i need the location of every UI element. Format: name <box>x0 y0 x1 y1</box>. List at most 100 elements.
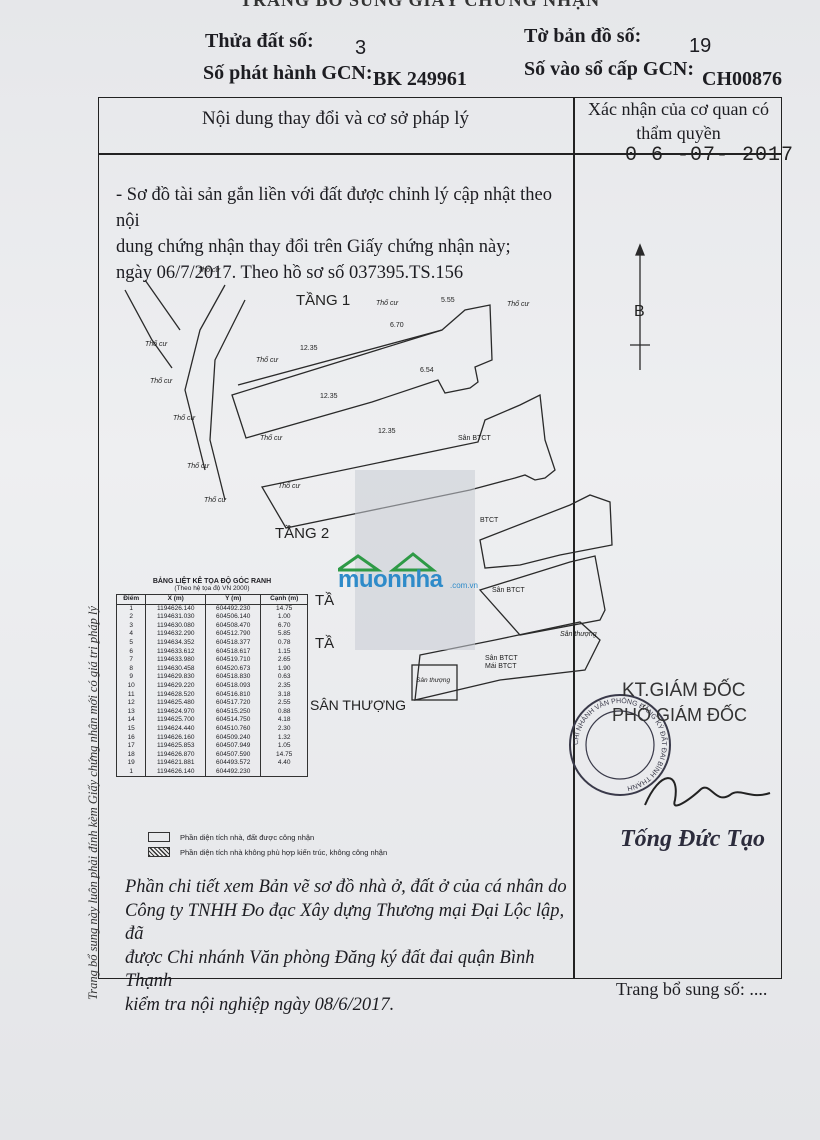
confirmation-header-line2: thẩm quyền <box>636 123 721 143</box>
change-content: - Sơ đồ tài sản gắn liền với đất được ch… <box>116 182 576 286</box>
road-line-2 <box>209 299 246 501</box>
gcn-issue-label: Số phát hành GCN: <box>203 62 373 84</box>
label-san-btct-2: Sân BTCT <box>492 587 525 594</box>
note-line-4: kiểm tra nội nghiệp ngày 08/6/2017. <box>125 994 395 1015</box>
coord-cell: 604518.617 <box>205 647 262 657</box>
coord-cell: 1194628.520 <box>145 690 207 700</box>
column-header-confirmation: Xác nhận của cơ quan có thẩm quyền <box>575 97 782 145</box>
coord-cell: 1 <box>115 767 147 778</box>
dim-670: 6.70 <box>390 322 404 329</box>
coord-cell: 604515.250 <box>205 707 262 717</box>
label-tho-cu-9: Thổ cư <box>256 356 279 364</box>
coord-cell: 14 <box>115 716 147 725</box>
legend-text-unrecognized: Phần diện tích nhà không phù hợp kiến tr… <box>180 847 388 857</box>
label-san-thuong-room: Sân thượng <box>416 677 450 684</box>
coord-cell: 1194632.290 <box>145 630 207 639</box>
coord-cell: 1194630.080 <box>145 621 207 631</box>
signer-title-pho: PHÓ GIÁM ĐỐC <box>612 705 748 725</box>
coord-cell: 604518.830 <box>205 673 262 682</box>
dim-1235-a: 12.35 <box>300 345 318 352</box>
coord-cell: 5.85 <box>260 630 308 639</box>
map-sheet-label: Tờ bản đồ số: <box>524 25 642 47</box>
coord-cell: 18 <box>115 750 147 760</box>
table-header-divider <box>98 153 782 155</box>
detail-note: Phần chi tiết xem Bản vẽ sơ đồ nhà ở, đấ… <box>125 876 585 1017</box>
column-header-changes: Nội dung thay đổi và cơ sở pháp lý <box>201 108 470 129</box>
coord-cell: 12 <box>115 699 147 708</box>
coord-cell: 14.75 <box>260 604 308 614</box>
coord-cell: 604507.949 <box>205 742 262 751</box>
coord-cell: 11 <box>115 690 147 700</box>
coord-cell: 1194629.220 <box>145 681 207 691</box>
coord-table-title: BẢNG LIỆT KÊ TỌA ĐỘ GÓC RANH <box>152 578 272 585</box>
coord-cell: 604518.093 <box>205 681 262 691</box>
label-btct: BTCT <box>480 517 499 524</box>
coord-cell: 1194631.030 <box>145 613 207 622</box>
official-seal-icon: CHI NHÁNH VĂN PHÒNG ĐĂNG KÝ ĐẤT ĐAI BÌNH… <box>569 694 671 796</box>
coord-header-x: X (m) <box>145 594 207 605</box>
signature-scribble <box>644 777 771 807</box>
coord-cell: 5 <box>115 638 147 648</box>
coord-cell: 1194621.881 <box>145 759 207 768</box>
watermark-domain: .com.vn <box>450 581 479 590</box>
coord-cell: 1194629.830 <box>145 673 207 682</box>
coord-cell: 604493.572 <box>205 759 262 768</box>
coord-cell: 2.65 <box>260 656 308 665</box>
coord-cell: 604519.710 <box>205 656 262 665</box>
gcn-issue-value: BK 249961 <box>373 68 467 90</box>
coord-cell: 2.35 <box>260 681 308 691</box>
coord-cell: 8 <box>115 664 147 674</box>
coord-cell: 1194630.458 <box>145 664 207 674</box>
parcel-value: 3 <box>355 37 367 59</box>
coord-cell: 1194624.440 <box>145 724 207 734</box>
coord-cell: 0.63 <box>260 673 308 682</box>
gcn-book-value: CH00876 <box>702 68 782 90</box>
coord-cell: 4.18 <box>260 716 308 725</box>
dim-554: 6.54 <box>420 367 434 374</box>
coord-cell: 604492.230 <box>205 767 262 778</box>
table-frame <box>98 97 782 979</box>
table-column-divider <box>573 97 575 979</box>
dim-1235-c: 12.35 <box>378 428 396 435</box>
coord-cell: 604514.750 <box>205 716 262 725</box>
coord-cell: 604510.760 <box>205 724 262 734</box>
floor4-outline <box>478 555 606 636</box>
coord-cell: 7 <box>115 656 147 665</box>
label-san-btct-1: Sân BTCT <box>458 435 491 442</box>
coord-cell: 14.75 <box>260 750 308 760</box>
label-tho-cu-10: Thổ cư <box>260 434 283 442</box>
change-line-3: ngày 06/7/2017. Theo hồ sơ số 037395.TS.… <box>116 263 464 283</box>
dim-1235-b: 12.35 <box>320 393 338 400</box>
note-line-1: Phần chi tiết xem Bản vẽ sơ đồ nhà ở, đấ… <box>125 877 567 897</box>
coord-cell: 1194625.700 <box>145 716 207 725</box>
coord-header-point: Điểm <box>115 594 147 605</box>
coord-cell: 17 <box>115 742 147 751</box>
coord-cell: 604517.720 <box>205 699 262 708</box>
label-tho-cu-7: Thổ cư <box>376 299 399 307</box>
coord-cell: 1194626.140 <box>145 604 207 614</box>
legend-swatch-hatched <box>148 847 170 857</box>
coord-cell: 1.05 <box>260 742 308 751</box>
label-tho-cu-3: Thổ cư <box>150 377 173 385</box>
redaction-blur <box>355 470 475 650</box>
label-san-btct-3: Sân BTCT <box>485 655 518 662</box>
coord-header-y: Y (m) <box>205 594 262 605</box>
change-line-1: - Sơ đồ tài sản gắn liền với đất được ch… <box>116 185 552 231</box>
legend-row-recognized: Phần diện tích nhà, đất được công nhận <box>148 832 387 842</box>
coord-cell: 1194626.870 <box>145 750 207 760</box>
coord-cell: 604509.240 <box>205 733 262 743</box>
supplement-page-number: Trang bổ sung số: .... <box>616 979 768 999</box>
coord-cell: 0.88 <box>260 707 308 717</box>
coord-cell: 16 <box>115 733 147 743</box>
